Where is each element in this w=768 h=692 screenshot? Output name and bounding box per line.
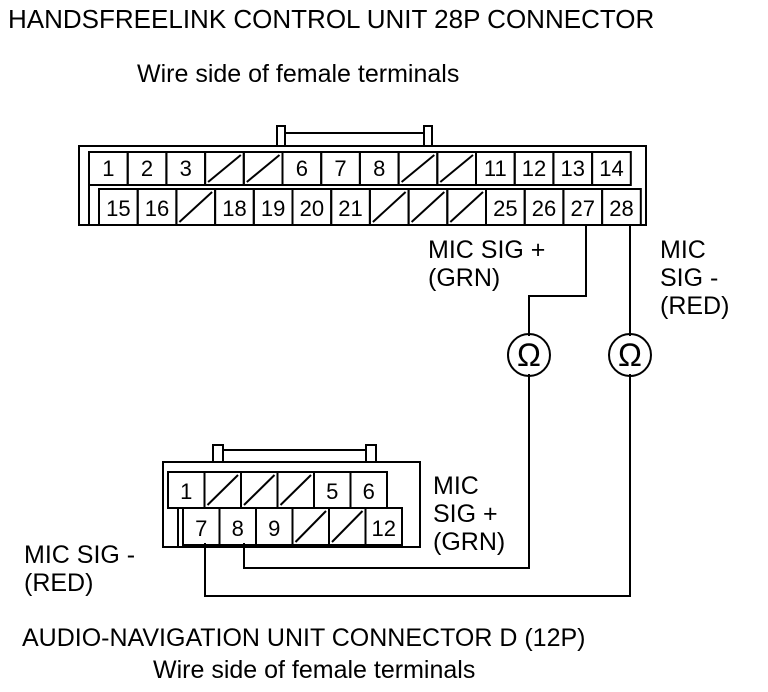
nav-connector-latch-right: [365, 444, 377, 463]
unused-terminal-slash: [410, 191, 445, 223]
hfl-terminal-11: 11: [484, 156, 507, 181]
bottom-connector-subtitle: Wire side of female terminals: [153, 656, 476, 684]
hfl-terminal-8: 8: [373, 156, 385, 181]
bottom-connector-title: AUDIO-NAVIGATION UNIT CONNECTOR D (12P): [22, 624, 586, 652]
wire-mic-sig-plus-bottom: [243, 374, 530, 569]
unused-terminal-slash: [279, 474, 312, 506]
label-mic-sig-minus-bottom: MIC SIG - (RED): [24, 541, 136, 597]
nav-connector-latch-left: [212, 444, 224, 463]
hfl-terminal-6: 6: [296, 156, 308, 181]
hfl-terminal-21: 21: [338, 196, 362, 221]
hfl-cell: [601, 188, 642, 226]
unused-terminal-slash: [439, 154, 474, 183]
unused-terminal-slash: [400, 154, 435, 183]
nav-terminal-9: 9: [268, 516, 280, 541]
unused-terminal-slash: [331, 510, 364, 543]
nav-terminal-12: 12: [372, 516, 396, 541]
hfl-connector-latch-right: [423, 125, 433, 147]
hfl-terminal-15: 15: [106, 196, 130, 221]
ohmmeter-left-circle: [507, 333, 551, 377]
nav-terminal-1: 1: [180, 479, 192, 504]
hfl-cell: [591, 151, 632, 186]
hfl-terminal-2: 2: [141, 156, 153, 181]
nav-terminal-5: 5: [326, 479, 338, 504]
hfl-terminal-25: 25: [493, 196, 517, 221]
unused-terminal-slash: [372, 191, 407, 223]
hfl-terminal-19: 19: [261, 196, 285, 221]
hfl-terminal-7: 7: [334, 156, 346, 181]
wire-mic-sig-plus-top: [528, 225, 587, 336]
ohmmeter-right-circle: [608, 333, 652, 377]
unused-terminal-slash: [206, 474, 239, 506]
nav-cell: [364, 507, 403, 546]
hfl-terminal-26: 26: [532, 196, 556, 221]
hfl-terminal-27: 27: [571, 196, 595, 221]
label-mic-sig-plus-bottom: MIC SIG + (GRN): [433, 472, 506, 556]
hfl-connector-latch-left: [276, 125, 286, 147]
label-mic-sig-plus-top: MIC SIG + (GRN): [428, 236, 546, 292]
hfl-terminal-3: 3: [180, 156, 192, 181]
hfl-terminal-13: 13: [561, 156, 585, 181]
ohm-symbol-right: Ω: [618, 337, 642, 373]
nav-terminal-8: 8: [232, 516, 244, 541]
unused-terminal-slash: [207, 154, 242, 183]
ohm-symbol-left: Ω: [517, 337, 541, 373]
unused-terminal-slash: [243, 474, 276, 506]
unused-terminal-slash: [449, 191, 484, 223]
hfl-terminal-20: 20: [300, 196, 324, 221]
hfl-terminal-14: 14: [599, 156, 623, 181]
label-mic-sig-minus-top: MIC SIG - (RED): [660, 236, 730, 320]
wire-mic-sig-minus-bottom: [204, 374, 631, 597]
unused-terminal-slash: [246, 154, 281, 183]
hfl-terminal-18: 18: [222, 196, 246, 221]
nav-connector-body: [162, 461, 421, 548]
unused-terminal-slash: [294, 510, 327, 543]
top-connector-subtitle: Wire side of female terminals: [137, 60, 460, 88]
hfl-terminal-12: 12: [522, 156, 546, 181]
hfl-terminal-1: 1: [102, 156, 114, 181]
unused-terminal-slash: [178, 191, 213, 223]
hfl-terminal-16: 16: [145, 196, 169, 221]
nav-terminal-6: 6: [363, 479, 375, 504]
nav-terminal-7: 7: [195, 516, 207, 541]
hfl-terminal-28: 28: [609, 196, 633, 221]
top-connector-title: HANDSFREELINK CONTROL UNIT 28P CONNECTOR: [8, 4, 655, 34]
